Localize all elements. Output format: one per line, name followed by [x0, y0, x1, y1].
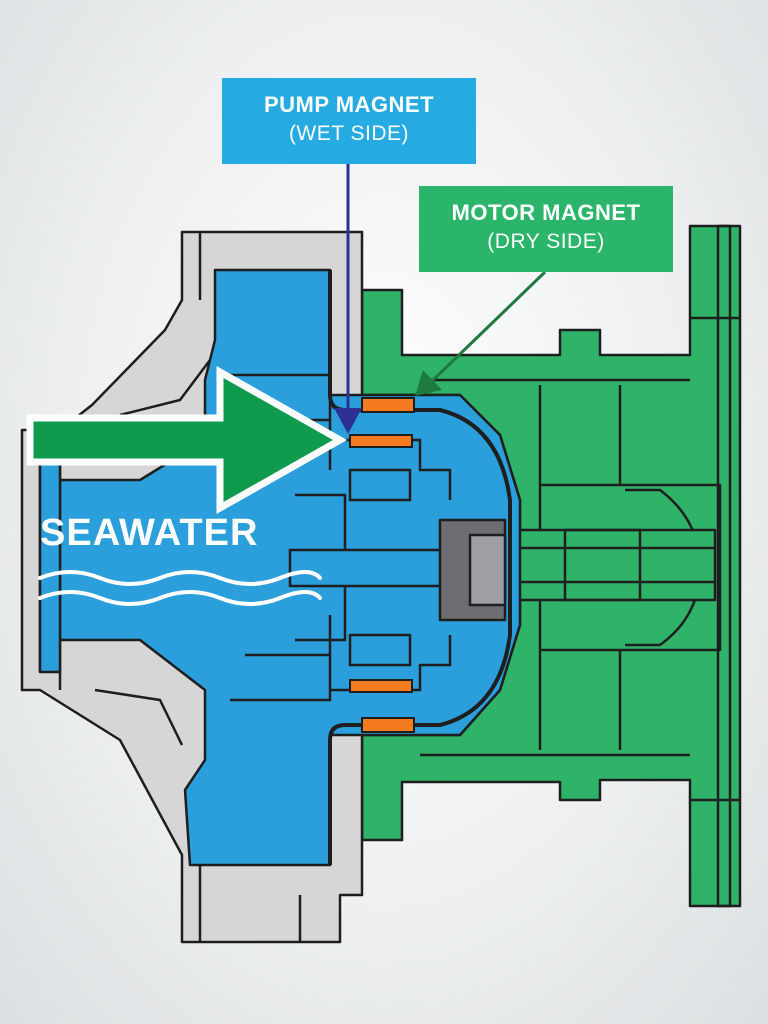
motor-magnet-top — [361, 397, 415, 413]
magnet-group — [349, 397, 415, 733]
wave-icon — [38, 570, 322, 606]
pump-magnet-subtitle: (WET SIDE) — [288, 122, 410, 145]
seawater-label: SEAWATER — [40, 512, 259, 554]
pump-magnet-callout: PUMP MAGNET (WET SIDE) — [222, 78, 476, 164]
motor-magnet-bottom — [361, 717, 415, 733]
pump-magnet-pointer — [334, 164, 362, 434]
pump-magnet-title: PUMP MAGNET — [263, 92, 435, 117]
water-volume — [38, 268, 522, 867]
flow-arrow — [26, 365, 348, 515]
motor-magnet-title: MOTOR MAGNET — [451, 200, 641, 225]
motor-magnet-subtitle: (DRY SIDE) — [487, 230, 605, 253]
motor-magnet-pointer — [415, 270, 547, 396]
motor-magnet-callout: MOTOR MAGNET (DRY SIDE) — [419, 186, 673, 272]
pump-magnet-bottom — [349, 679, 413, 693]
pump-magnet-top — [349, 434, 413, 448]
